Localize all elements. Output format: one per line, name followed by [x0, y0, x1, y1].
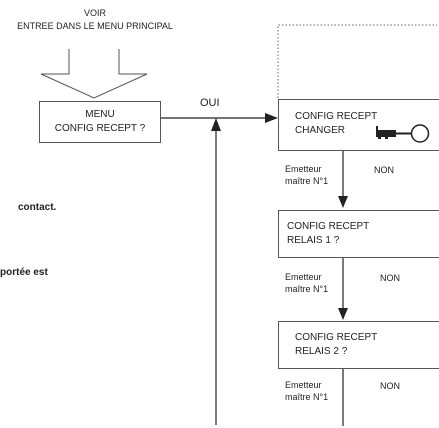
non-label-1: NON — [374, 165, 394, 175]
menu-config-recept-box: MENU CONFIG RECEPT ? — [39, 101, 161, 143]
menu-box-line-2: CONFIG RECEPT ? — [54, 123, 146, 134]
side-text-portee: portée est — [0, 267, 48, 278]
config-box-3-line-2: RELAIS 2 ? — [295, 346, 348, 357]
header-line-2: ENTREE DANS LE MENU PRINCIPAL — [17, 21, 173, 31]
oui-arrowhead — [265, 113, 278, 123]
config-recept-relais-2-box: CONFIG RECEPT RELAIS 2 ? — [278, 321, 439, 369]
chain-arrowhead-1 — [338, 196, 348, 208]
config-box-2-line-2: RELAIS 1 ? — [287, 235, 340, 246]
config-box-3-line-1: CONFIG RECEPT — [295, 332, 378, 343]
emitter-label-3a: Emetteur — [285, 380, 322, 390]
config-box-1-line-1: CONFIG RECEPT — [295, 111, 378, 122]
chain-arrowhead-2 — [338, 308, 348, 320]
side-text-contact: contact. — [18, 202, 57, 213]
emitter-label-1b: maître N°1 — [285, 176, 329, 186]
config-box-2-line-1: CONFIG RECEPT — [287, 221, 370, 232]
header-line-1: VOIR — [83, 8, 106, 18]
key-icon — [376, 124, 430, 143]
config-recept-relais-1-box: CONFIG RECEPT RELAIS 1 ? — [278, 210, 439, 258]
emitter-label-2a: Emetteur — [285, 272, 322, 282]
non-label-3: NON — [380, 381, 400, 391]
emitter-label-2b: maître N°1 — [285, 284, 329, 294]
return-arrowhead — [211, 118, 221, 131]
entry-down-arrow — [40, 49, 148, 99]
menu-box-line-1: MENU — [85, 109, 115, 120]
dotted-region-outline — [277, 24, 437, 98]
emitter-label-1a: Emetteur — [285, 164, 322, 174]
oui-label: OUI — [200, 97, 220, 109]
config-recept-changer-box: CONFIG RECEPT CHANGER — [278, 99, 439, 151]
config-box-1-line-2: CHANGER — [295, 125, 346, 136]
emitter-label-3b: maître N°1 — [285, 392, 329, 402]
non-label-2: NON — [380, 273, 400, 283]
